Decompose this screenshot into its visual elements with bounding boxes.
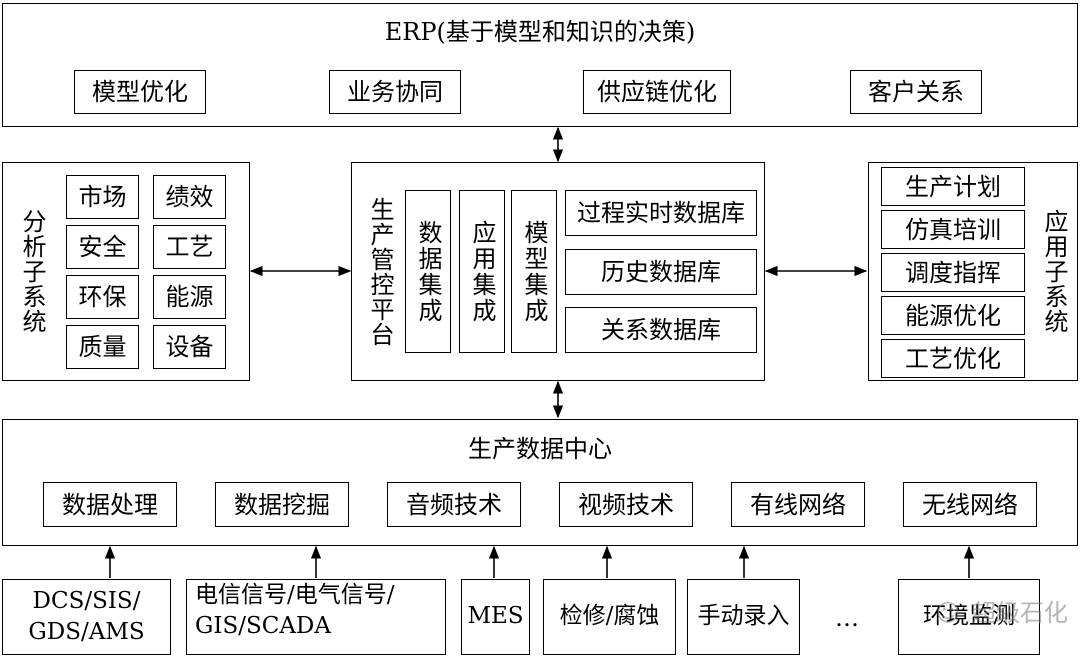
source-env-monitoring: 环境监测 bbox=[898, 579, 1040, 655]
dc-item-audio-tech: 音频技术 bbox=[387, 482, 521, 527]
dc-item-wireless-network: 无线网络 bbox=[903, 482, 1037, 527]
analysis-subsystem-title: 分析子系统 bbox=[18, 209, 46, 334]
platform-title: 生产管控平台 bbox=[366, 196, 394, 347]
platform-history-db: 历史数据库 bbox=[565, 249, 757, 295]
datacenter-box bbox=[2, 419, 1078, 546]
source-dcs-line1: DCS/SIS/ bbox=[32, 587, 141, 614]
erp-item-model-optimization: 模型优化 bbox=[74, 70, 206, 114]
platform-data-integration: 数据集成 bbox=[405, 190, 451, 353]
source-dcs-sis-gds-ams: DCS/SIS/ GDS/AMS bbox=[2, 579, 171, 655]
source-dcs-line2: GDS/AMS bbox=[28, 619, 145, 645]
source-signals-gis-scada: 电信信号/电气信号/ GIS/SCADA bbox=[186, 579, 446, 655]
source-manual-entry: 手动录入 bbox=[687, 579, 800, 655]
analysis-item-safety: 安全 bbox=[66, 225, 139, 269]
datacenter-title: 生产数据中心 bbox=[468, 435, 612, 463]
platform-relational-db: 关系数据库 bbox=[565, 307, 757, 353]
watermark-text: 超级石化 bbox=[972, 599, 1068, 627]
source-repair-corrosion: 检修/腐蚀 bbox=[543, 579, 676, 655]
app-item-production-plan: 生产计划 bbox=[881, 167, 1025, 206]
erp-title: ERP(基于模型和知识的决策) bbox=[384, 18, 696, 46]
app-item-energy-optimization: 能源优化 bbox=[881, 296, 1025, 335]
analysis-item-market: 市场 bbox=[66, 175, 139, 219]
erp-item-supply-chain: 供应链优化 bbox=[583, 70, 731, 114]
dc-item-data-mining: 数据挖掘 bbox=[215, 482, 349, 527]
source-mes: MES bbox=[461, 579, 530, 655]
analysis-item-energy: 能源 bbox=[153, 275, 226, 319]
analysis-item-equipment: 设备 bbox=[153, 325, 226, 369]
analysis-item-quality: 质量 bbox=[66, 325, 139, 369]
analysis-item-process: 工艺 bbox=[153, 225, 226, 269]
erp-item-business-collaboration: 业务协同 bbox=[329, 70, 461, 114]
platform-model-integration: 模型集成 bbox=[511, 190, 557, 353]
dc-item-data-processing: 数据处理 bbox=[43, 482, 177, 527]
wechat-icon: ☺ bbox=[935, 599, 961, 627]
watermark: ☺ 超级石化 bbox=[935, 593, 1068, 628]
app-item-simulation-training: 仿真培训 bbox=[881, 210, 1025, 249]
app-item-dispatch-command: 调度指挥 bbox=[881, 253, 1025, 292]
source-signals-line1: 电信信号/电气信号/ bbox=[195, 582, 395, 608]
dc-item-wired-network: 有线网络 bbox=[731, 482, 865, 527]
analysis-item-performance: 绩效 bbox=[153, 175, 226, 219]
application-subsystem-title: 应用子系统 bbox=[1040, 209, 1068, 334]
source-ellipsis: … bbox=[835, 604, 859, 632]
app-item-process-optimization: 工艺优化 bbox=[881, 339, 1025, 378]
platform-realtime-db: 过程实时数据库 bbox=[565, 190, 757, 236]
analysis-item-environment: 环保 bbox=[66, 275, 139, 319]
erp-item-customer-relations: 客户关系 bbox=[850, 70, 982, 114]
dc-item-video-tech: 视频技术 bbox=[559, 482, 693, 527]
platform-app-integration: 应用集成 bbox=[459, 190, 505, 353]
source-signals-line2: GIS/SCADA bbox=[195, 613, 331, 640]
